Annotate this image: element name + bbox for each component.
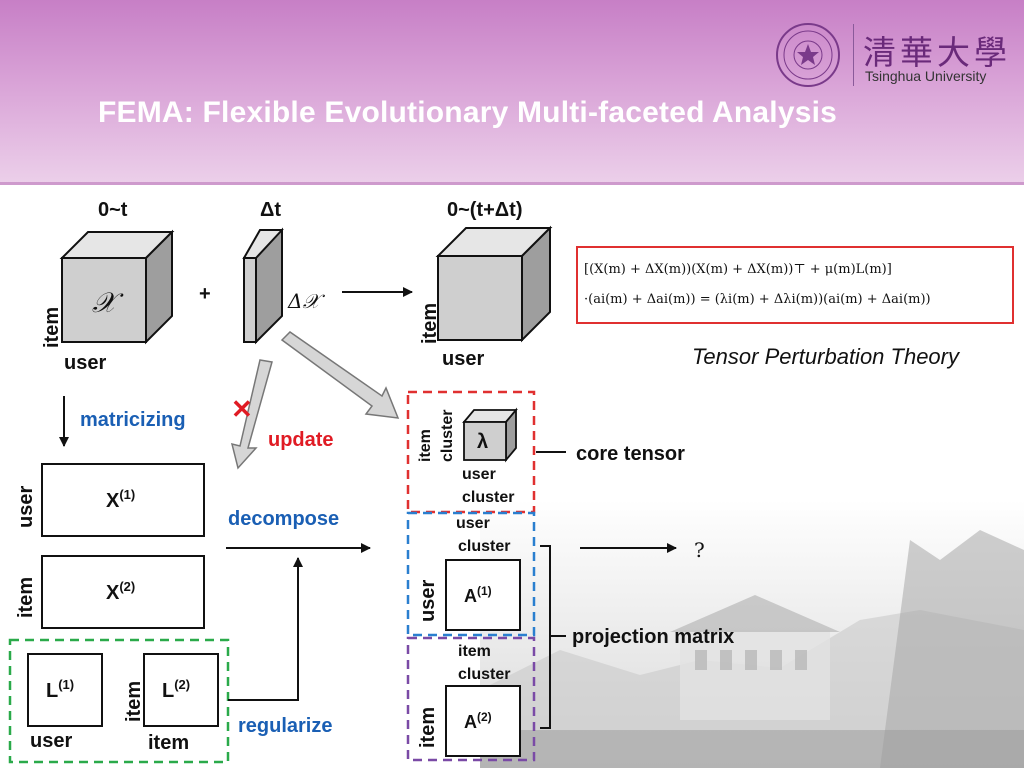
matrix-l1-bottom-label: user <box>30 730 72 752</box>
matrix-l1-label: L(1) <box>46 677 74 702</box>
core-tensor-symbol: λ <box>477 431 488 453</box>
a1-top-label-user: user <box>456 515 490 532</box>
matrix-l2 <box>143 653 219 727</box>
a1-side-label: user <box>417 580 439 622</box>
core-item-label: item <box>417 429 434 462</box>
core-tensor-cube <box>462 407 518 463</box>
logo-separator <box>853 24 854 86</box>
a2-top-label-item: item <box>458 643 491 660</box>
university-seal-icon <box>776 23 840 87</box>
core-item-cluster-label: cluster <box>439 410 456 462</box>
matrix-x2-label: X(2) <box>106 579 135 604</box>
regularize-connector <box>228 557 303 701</box>
plus-sign: + <box>199 283 211 305</box>
decompose-label: decompose <box>228 508 339 530</box>
question-mark: ? <box>694 538 705 562</box>
core-user-cluster-label: cluster <box>462 489 514 506</box>
core-user-label: user <box>462 466 496 483</box>
matrix-a1 <box>445 559 521 631</box>
delta-tensor-slab <box>242 227 284 345</box>
updated-user-label: user <box>442 348 484 370</box>
projection-annotation: projection matrix <box>572 626 734 648</box>
update-blocked-mark: ✕ <box>231 394 253 424</box>
updated-time-label: 0~(t+Δt) <box>447 199 523 221</box>
formula-line-2: ·(ai(m) + Δai(m)) = (λi(m) + Δλi(m))(ai(… <box>584 292 931 307</box>
matrix-x1-label: X(1) <box>106 487 135 512</box>
matrix-x1 <box>41 463 205 537</box>
matrix-a1-label: A(1) <box>464 584 492 606</box>
logo-english-name: Tsinghua University <box>865 68 987 84</box>
projection-a2-group <box>406 636 536 762</box>
matrix-l2-side-label: item <box>123 681 145 722</box>
matrix-l2-label: L(2) <box>162 677 190 702</box>
matrix-x1-side-label: user <box>15 486 37 528</box>
update-hollow-arrow <box>230 359 273 470</box>
matrix-x2-side-label: item <box>15 577 37 618</box>
matrix-l2-bottom-label: item <box>148 732 189 754</box>
delta-time-label: Δt <box>260 199 281 221</box>
delta-tensor-symbol: Δ𝒳 <box>287 289 325 313</box>
updated-tensor-cube <box>435 225 553 343</box>
updated-item-label: item <box>419 303 441 344</box>
original-user-label: user <box>64 352 106 374</box>
projection-bracket <box>540 545 551 729</box>
matrix-x2 <box>41 555 205 629</box>
a2-top-label-cluster: cluster <box>458 666 510 683</box>
projection-a1-group <box>406 511 536 637</box>
perturbation-formula-box: [(X(m) + ΔX(m))(X(m) + ΔX(m))⊤ + μ(m)L(m… <box>576 246 1014 324</box>
slide-title: FEMA: Flexible Evolutionary Multi-facete… <box>98 96 838 129</box>
logo-chinese-name: 清華大學 <box>863 33 1011 72</box>
core-hollow-arrow <box>280 331 400 419</box>
a2-side-label: item <box>417 707 439 748</box>
original-item-label: item <box>41 307 63 348</box>
matrix-l1 <box>27 653 103 727</box>
matrix-a2-label: A(2) <box>464 710 492 732</box>
update-label: update <box>268 429 334 451</box>
original-time-label: 0~t <box>98 199 128 221</box>
matrix-a2 <box>445 685 521 757</box>
formula-line-1: [(X(m) + ΔX(m))(X(m) + ΔX(m))⊤ + μ(m)L(m… <box>584 262 892 277</box>
background-campus-scene <box>480 500 1024 768</box>
original-tensor-cube <box>59 229 175 345</box>
a1-top-label-cluster: cluster <box>458 538 510 555</box>
slide-header: FEMA: Flexible Evolutionary Multi-facete… <box>0 0 1024 185</box>
core-tensor-annotation: core tensor <box>576 443 685 465</box>
university-logo: 清華大學 Tsinghua University <box>775 22 1007 92</box>
regularize-label: regularize <box>238 715 332 737</box>
matricizing-label: matricizing <box>80 409 186 431</box>
formula-caption: Tensor Perturbation Theory <box>692 344 959 369</box>
